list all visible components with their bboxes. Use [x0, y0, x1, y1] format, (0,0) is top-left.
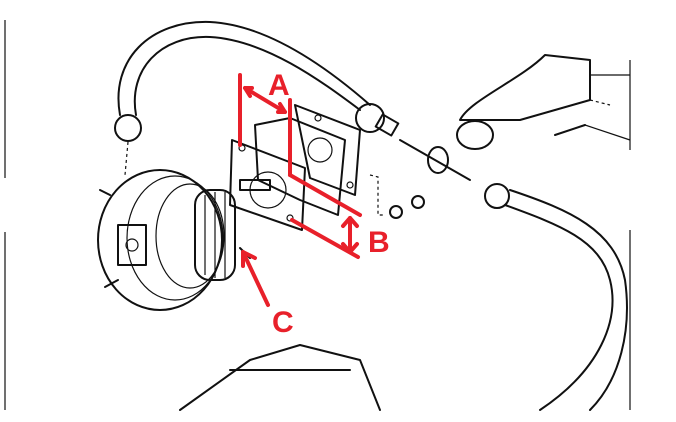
nuts: [389, 195, 425, 219]
lower-component: [179, 344, 381, 411]
label-b: B: [368, 226, 390, 259]
annotation-a: A: [238, 69, 292, 177]
frame-lines: [4, 20, 631, 410]
pushrod-assembly: [399, 139, 628, 411]
brake-booster: [97, 169, 271, 311]
mount-plate: [254, 104, 385, 216]
label-a: A: [268, 69, 290, 102]
annotation-c: C: [241, 250, 294, 339]
label-c: C: [272, 306, 294, 339]
vacuum-hose: [114, 20, 400, 176]
gasket-plate: [229, 139, 306, 231]
annotation-b: B: [288, 173, 390, 259]
pedal-bracket: [456, 54, 631, 150]
